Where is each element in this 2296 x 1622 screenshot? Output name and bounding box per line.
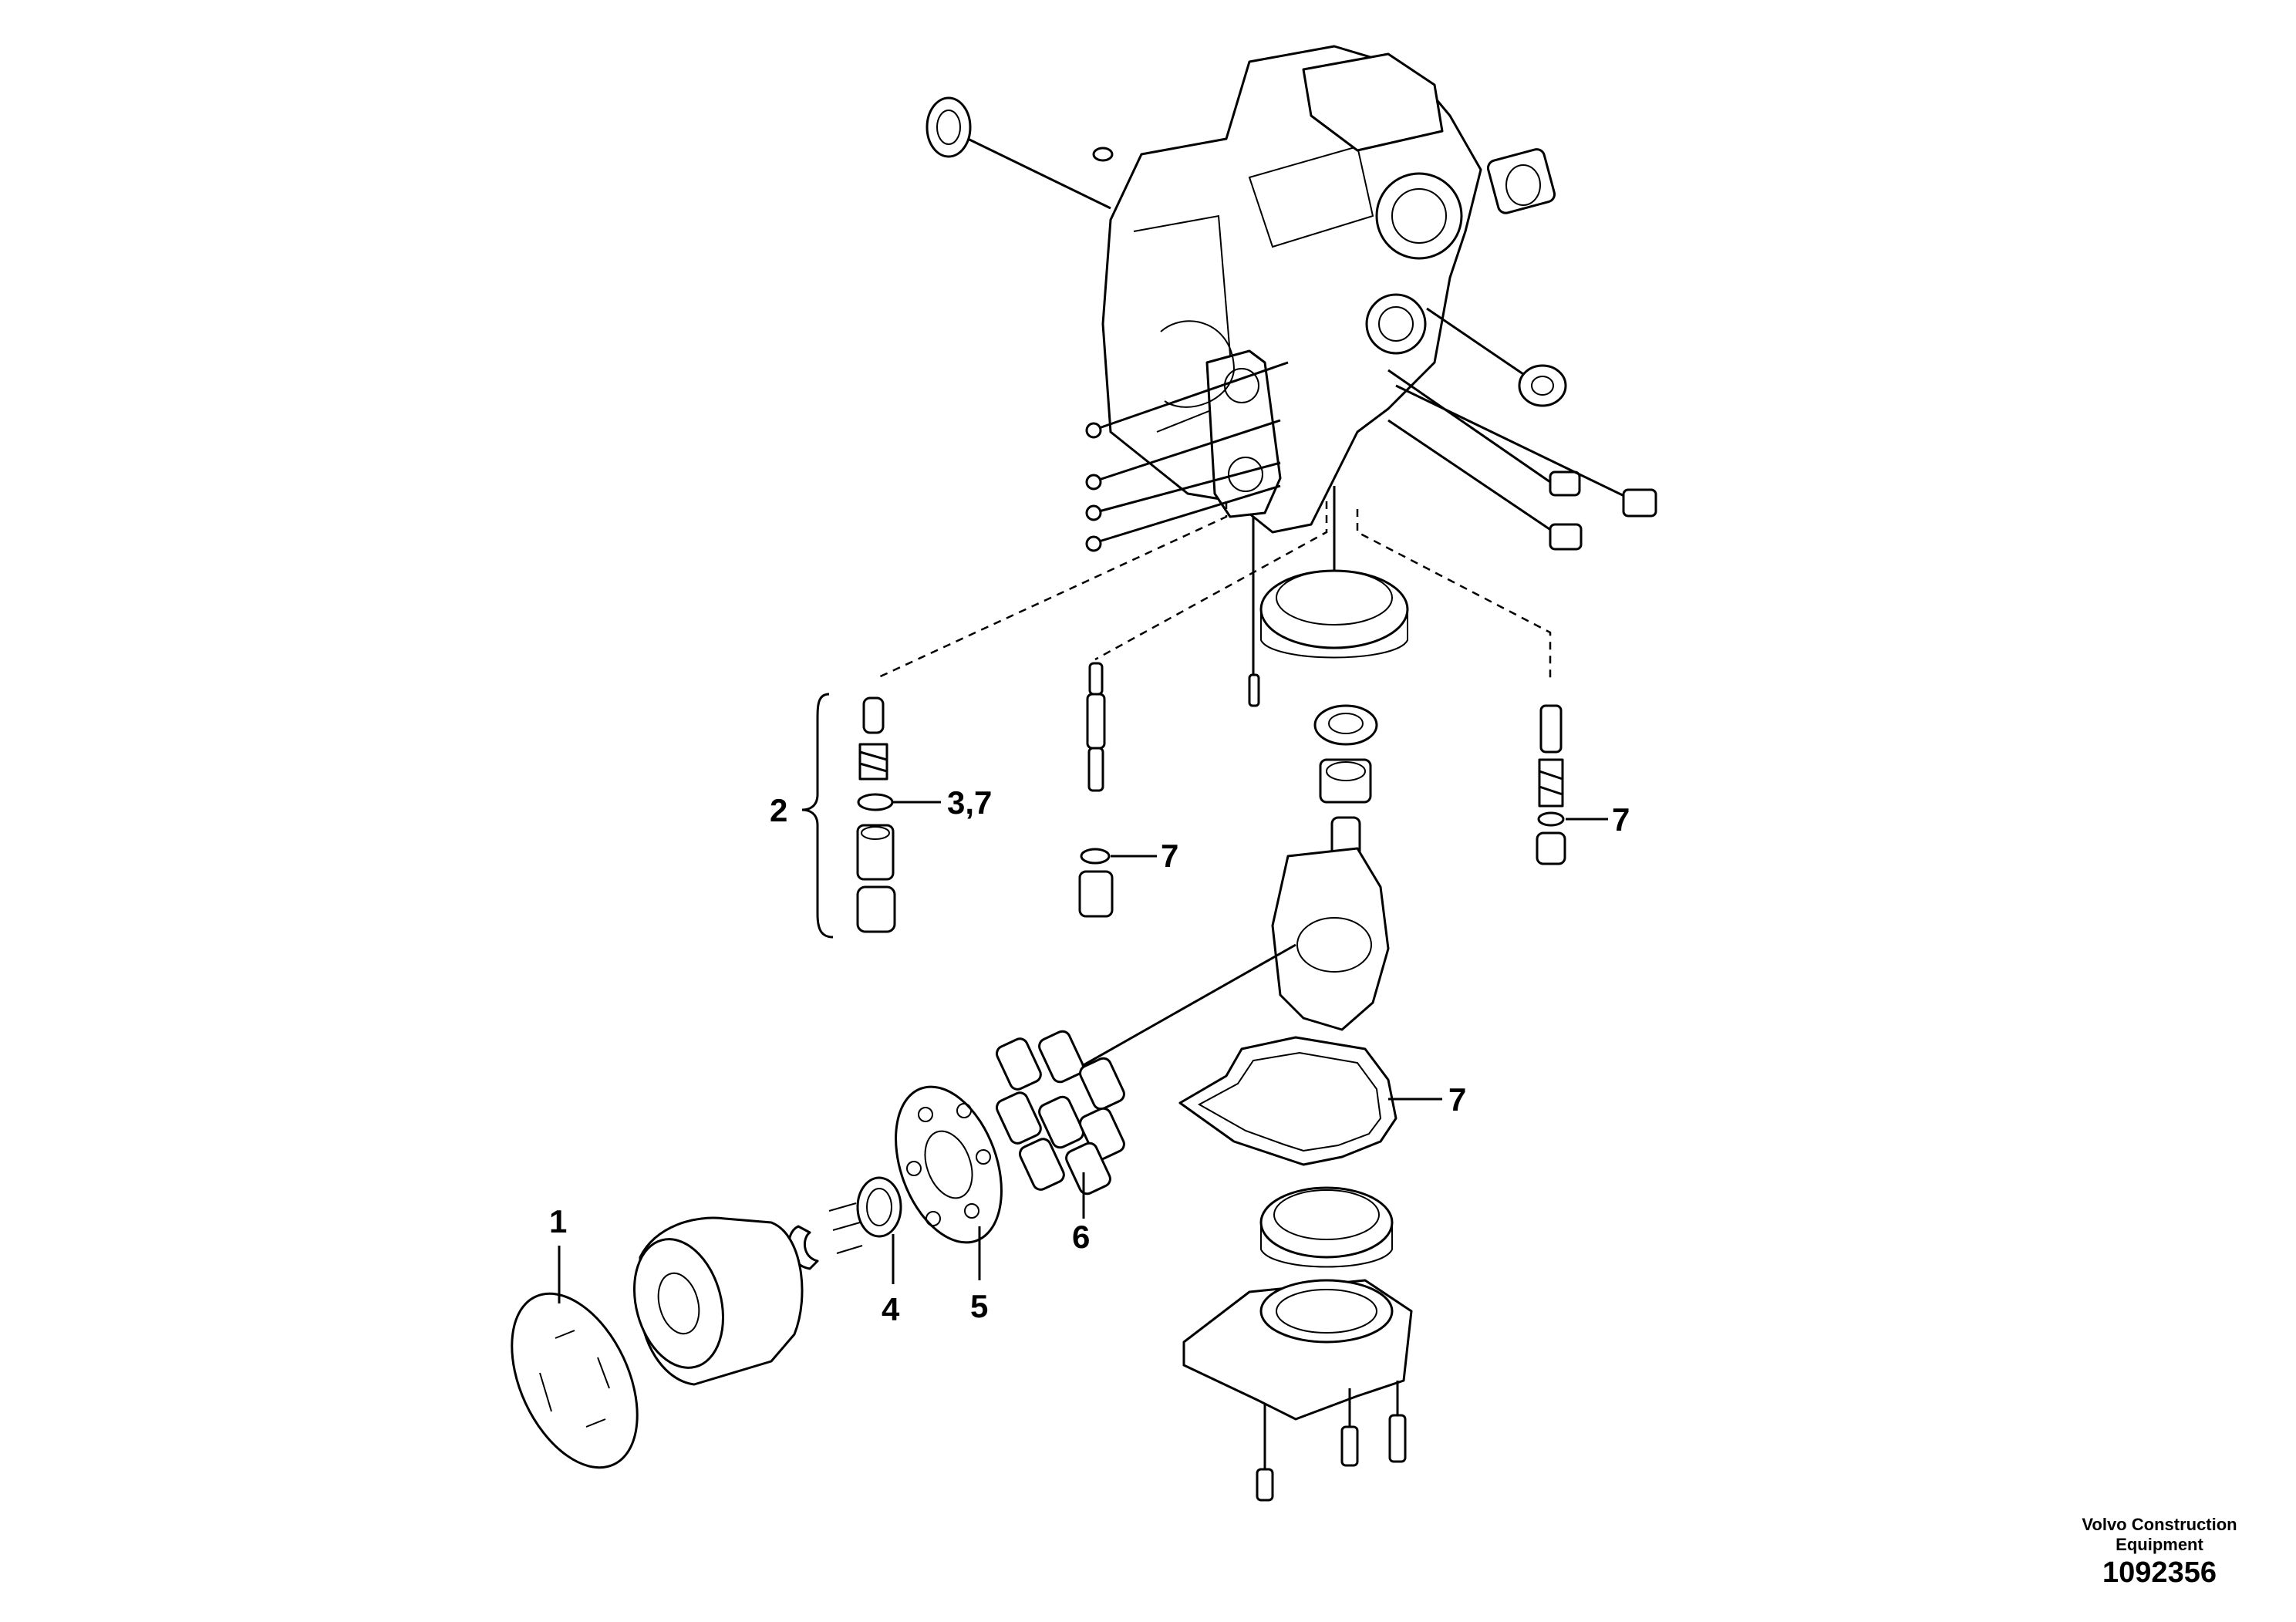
callout-1: 1 bbox=[549, 1203, 567, 1239]
dowel-pin bbox=[1248, 517, 1260, 707]
end-cap bbox=[1182, 1279, 1413, 1502]
piston-set bbox=[995, 1030, 1125, 1219]
pins-and-half-ring bbox=[787, 1202, 863, 1270]
small-needle-bearing bbox=[856, 1176, 902, 1284]
upper-ring-bearing bbox=[1259, 486, 1409, 659]
callout-6: 6 bbox=[1072, 1219, 1090, 1255]
top-right-bearing bbox=[1486, 148, 1556, 214]
pump-housing bbox=[1101, 45, 1482, 534]
callout-7-right: 7 bbox=[1612, 801, 1630, 838]
callout-7-middle: 7 bbox=[1161, 838, 1178, 874]
company-name-line2: Equipment bbox=[2116, 1535, 2203, 1554]
valve-group-2 bbox=[801, 693, 941, 939]
callout-7-gasket: 7 bbox=[1448, 1081, 1466, 1118]
drawing-number: 1092356 bbox=[2102, 1556, 2217, 1589]
right-side-plugs bbox=[1387, 307, 1657, 551]
valve-plate bbox=[511, 1246, 639, 1469]
right-valve-cartridge bbox=[1536, 704, 1608, 865]
left-side-screws bbox=[1085, 361, 1289, 552]
swash-plate-stack bbox=[1064, 704, 1390, 1077]
callout-2: 2 bbox=[770, 792, 787, 828]
gasket bbox=[1178, 1036, 1442, 1166]
company-name-line1: Volvo Construction bbox=[2082, 1515, 2237, 1534]
middle-valve-cartridge bbox=[1078, 662, 1157, 918]
guide-line-left bbox=[875, 501, 1228, 680]
callout-5: 5 bbox=[970, 1288, 988, 1324]
callout-3-7: 3,7 bbox=[947, 784, 992, 821]
lower-ring-bearing bbox=[1259, 1186, 1394, 1268]
top-left-plug bbox=[925, 96, 1111, 210]
guide-line-right bbox=[1356, 509, 1552, 679]
cylinder-block bbox=[632, 1216, 804, 1386]
callout-4: 4 bbox=[882, 1291, 900, 1327]
guide-line-middle bbox=[1094, 501, 1328, 661]
retainer-plate bbox=[895, 1085, 1003, 1280]
small-pin bbox=[1092, 147, 1114, 162]
